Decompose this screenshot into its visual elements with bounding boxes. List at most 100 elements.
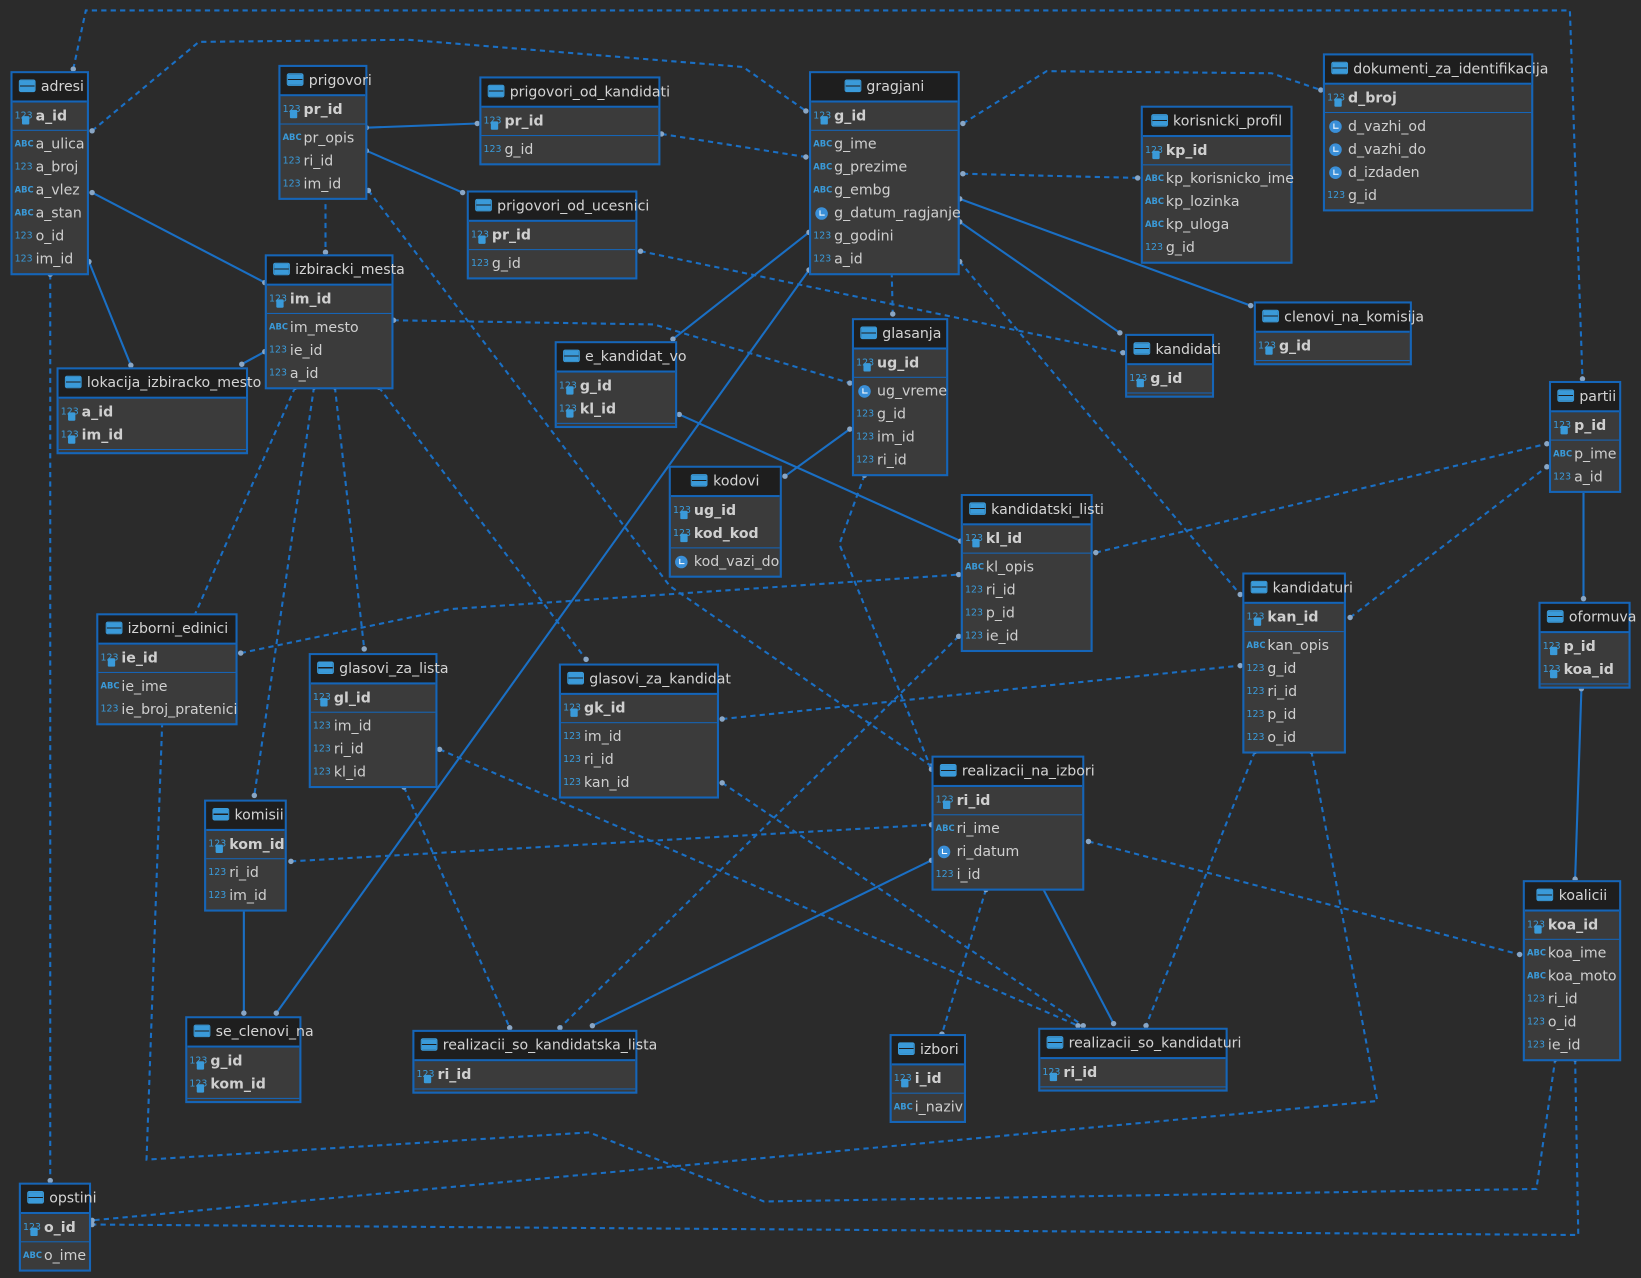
- column-row[interactable]: g_id: [1325, 184, 1531, 207]
- column-row[interactable]: im_mesto: [267, 316, 392, 339]
- table-header[interactable]: kodovi: [670, 467, 780, 498]
- column-row[interactable]: ie_broj_pratenici: [98, 698, 237, 721]
- table-izborni-edinici[interactable]: izborni_ediniciie_idie_imeie_broj_praten…: [96, 613, 238, 726]
- column-row[interactable]: g_id: [1256, 335, 1410, 358]
- column-row[interactable]: im_id: [267, 288, 392, 311]
- non-identifying-relationship-link[interactable]: [253, 387, 316, 796]
- column-row[interactable]: ri_ime: [934, 817, 1083, 840]
- table-header[interactable]: prigovori_od_ucesnici: [468, 192, 649, 222]
- column-row[interactable]: d_vazhi_od: [1325, 115, 1531, 138]
- column-row[interactable]: ug_id: [854, 352, 946, 375]
- column-row[interactable]: im_id: [561, 725, 717, 748]
- column-row[interactable]: g_embg: [811, 179, 958, 202]
- table-izbori[interactable]: izborii_idi_naziv: [889, 1034, 967, 1124]
- table-header[interactable]: opstini: [20, 1184, 97, 1215]
- column-row[interactable]: ri_id: [934, 789, 1083, 812]
- table-header[interactable]: lokacija_izbiracko_mesto: [58, 369, 261, 399]
- table-header[interactable]: realizacii_na_izbori: [933, 757, 1095, 788]
- column-row[interactable]: g_prezime: [811, 156, 958, 179]
- column-row[interactable]: g_id: [557, 375, 675, 398]
- column-row[interactable]: p_id: [1551, 414, 1619, 437]
- non-identifying-relationship-link[interactable]: [559, 635, 960, 1029]
- column-row[interactable]: p_id: [1244, 703, 1343, 726]
- identifying-relationship-link[interactable]: [678, 413, 962, 543]
- column-row[interactable]: i_naziv: [892, 1096, 964, 1119]
- table-header[interactable]: izbiracki_mesta: [266, 256, 405, 286]
- column-row[interactable]: kp_uloga: [1143, 214, 1291, 237]
- table-kandidati[interactable]: kandidatig_id: [1125, 333, 1221, 398]
- column-row[interactable]: ie_id: [1525, 1034, 1619, 1057]
- column-row[interactable]: ri_id: [854, 449, 946, 472]
- column-row[interactable]: g_godini: [811, 225, 958, 248]
- non-identifying-relationship-link[interactable]: [721, 781, 1084, 1027]
- table-realizacii-so-kandidatska-lista[interactable]: realizacii_so_kandidatska_listari_id: [412, 1029, 657, 1094]
- column-row[interactable]: ri_id: [561, 748, 717, 771]
- non-identifying-relationship-link[interactable]: [333, 387, 366, 650]
- non-identifying-relationship-link[interactable]: [403, 786, 511, 1029]
- column-row[interactable]: koa_id: [1525, 914, 1619, 937]
- column-row[interactable]: a_broj: [13, 156, 87, 179]
- column-row[interactable]: ie_id: [963, 625, 1091, 648]
- table-header[interactable]: gragjani: [811, 73, 958, 103]
- table-koalicii[interactable]: koaliciikoa_idkoa_imekoa_motori_ido_idie…: [1522, 880, 1622, 1062]
- column-row[interactable]: ri_id: [1040, 1061, 1225, 1084]
- non-identifying-relationship-link[interactable]: [192, 386, 297, 618]
- column-row[interactable]: kod_kod: [671, 522, 780, 545]
- table-header[interactable]: prigovori_od_kandidati: [481, 78, 670, 108]
- non-identifying-relationship-link[interactable]: [1088, 840, 1520, 956]
- non-identifying-relationship-link[interactable]: [838, 474, 933, 770]
- table-header[interactable]: oformuva: [1540, 603, 1636, 634]
- column-row[interactable]: kom_id: [206, 833, 285, 856]
- column-row[interactable]: d_izdaden: [1325, 161, 1531, 184]
- table-header[interactable]: prigovori: [280, 66, 372, 97]
- column-row[interactable]: g_id: [1244, 657, 1343, 680]
- identifying-relationship-link[interactable]: [1574, 688, 1583, 880]
- table-adresi[interactable]: adresia_ida_ulicaa_broja_vleza_stano_idi…: [10, 71, 89, 276]
- table-header[interactable]: clenovi_na_komisija: [1255, 303, 1424, 333]
- column-row[interactable]: gk_id: [561, 697, 717, 720]
- column-row[interactable]: im_id: [59, 424, 246, 447]
- column-row[interactable]: p_ime: [1551, 443, 1619, 466]
- table-prigovori-od-kandidati[interactable]: prigovori_od_kandidatipr_idg_id: [479, 76, 670, 166]
- non-identifying-relationship-link[interactable]: [1145, 751, 1256, 1027]
- column-row[interactable]: kp_korisnicko_ime: [1143, 167, 1294, 190]
- identifying-relationship-link[interactable]: [275, 269, 810, 1014]
- table-komisii[interactable]: komisiikom_idri_idim_id: [204, 799, 287, 912]
- column-row[interactable]: a_vlez: [13, 179, 87, 202]
- table-header[interactable]: glasovi_za_kandidat: [560, 665, 731, 695]
- column-row[interactable]: g_id: [469, 252, 635, 275]
- column-row[interactable]: im_id: [13, 248, 87, 271]
- column-row[interactable]: gl_id: [311, 687, 436, 710]
- column-row[interactable]: kan_id: [561, 771, 717, 794]
- column-row[interactable]: a_id: [13, 105, 87, 128]
- table-kandidaturi[interactable]: kandidaturikan_idkan_opisg_idri_idp_ido_…: [1242, 572, 1353, 754]
- column-row[interactable]: d_broj: [1325, 87, 1531, 110]
- column-row[interactable]: i_id: [892, 1068, 964, 1091]
- column-row[interactable]: koa_moto: [1525, 965, 1619, 988]
- column-row[interactable]: pr_opis: [280, 127, 365, 150]
- column-row[interactable]: g_id: [854, 403, 946, 426]
- column-row[interactable]: ri_datum: [934, 840, 1083, 863]
- non-identifying-relationship-link[interactable]: [290, 823, 932, 863]
- column-row[interactable]: a_id: [811, 248, 958, 271]
- column-row[interactable]: im_id: [206, 884, 284, 907]
- column-row[interactable]: g_datum_ragjanje: [811, 202, 961, 225]
- column-row[interactable]: kl_id: [311, 761, 436, 784]
- table-glasovi-za-lista[interactable]: glasovi_za_listagl_idim_idri_idkl_id: [308, 653, 449, 789]
- table-partii[interactable]: partiip_idp_imea_id: [1548, 380, 1622, 493]
- column-row[interactable]: kl_id: [963, 527, 1091, 550]
- column-row[interactable]: ie_ime: [98, 675, 235, 698]
- column-row[interactable]: o_ime: [21, 1244, 89, 1267]
- column-row[interactable]: a_ulica: [13, 133, 87, 156]
- table-gragjani[interactable]: gragjanig_idg_imeg_prezimeg_embgg_datum_…: [809, 71, 961, 276]
- non-identifying-relationship-link[interactable]: [92, 751, 1379, 1222]
- non-identifying-relationship-link[interactable]: [958, 260, 1242, 596]
- column-row[interactable]: i_id: [934, 863, 1083, 886]
- non-identifying-relationship-link[interactable]: [439, 748, 1079, 1027]
- identifying-relationship-link[interactable]: [672, 231, 810, 340]
- table-realizacii-na-izbori[interactable]: realizacii_na_izboriri_id ri_imeri_datumi…: [931, 755, 1095, 891]
- non-identifying-relationship-link[interactable]: [940, 889, 987, 1035]
